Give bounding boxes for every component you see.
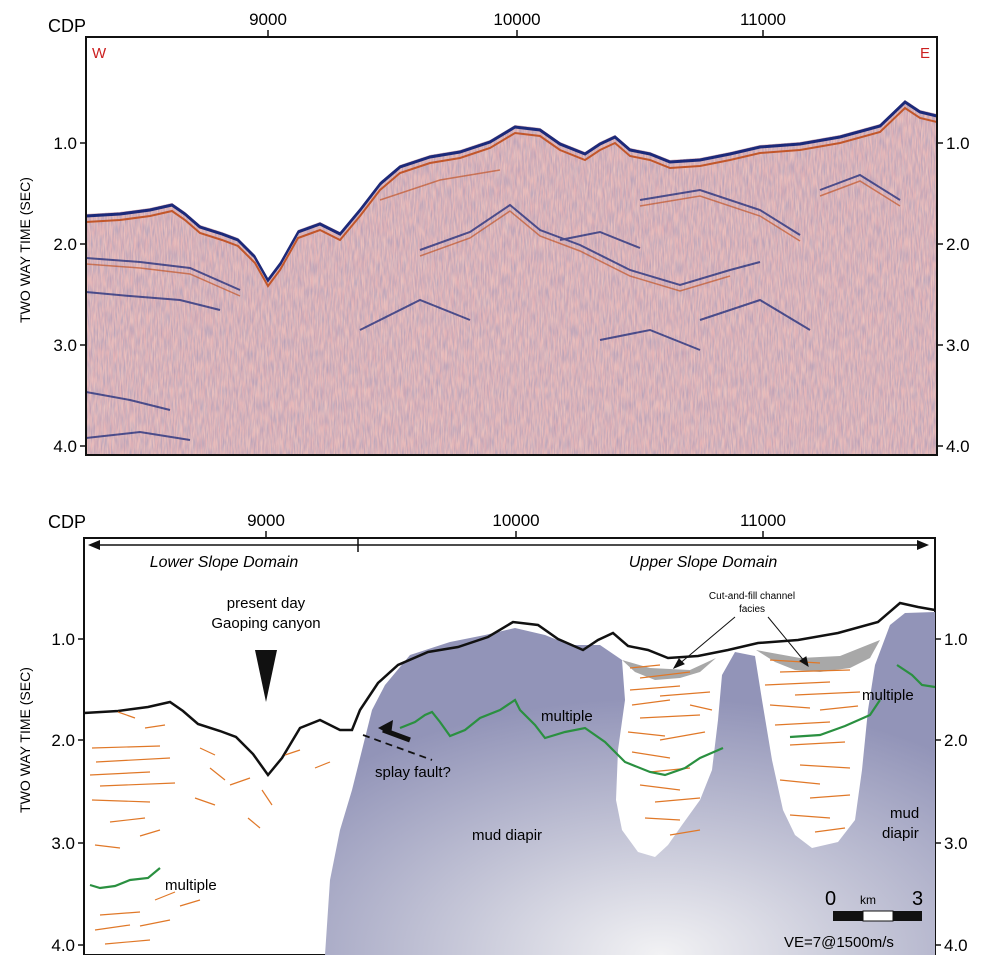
time-tick-label: 1.0	[944, 630, 968, 649]
scale-end-label: 3	[912, 888, 923, 910]
domain-arrow	[88, 538, 929, 552]
scale-unit-label: km	[860, 893, 876, 907]
mud-diapir-label-bottom: diapir	[882, 825, 919, 842]
channel-2-reflectors	[764, 659, 861, 833]
cdp-label: CDP	[48, 512, 86, 532]
mud-diapir-label-top: mud	[890, 805, 919, 822]
cdp-label: CDP	[48, 16, 86, 36]
east-label: E	[920, 45, 930, 62]
scale-start-label: 0	[825, 888, 836, 910]
cdp-ticks: 9000 10000 11000	[249, 10, 786, 37]
canyon-label-line2: Gaoping canyon	[211, 615, 320, 632]
time-tick-label: 1.0	[53, 134, 77, 153]
mud-diapir-main	[325, 612, 935, 955]
time-tick-label: 4.0	[946, 437, 970, 456]
time-tick-label: 1.0	[946, 134, 970, 153]
cdp-tick-label: 9000	[249, 10, 287, 29]
cut-fill-channel-1	[622, 658, 716, 680]
time-ticks-left: 1.0 2.0 3.0 4.0	[53, 134, 86, 456]
time-tick-label: 4.0	[51, 936, 75, 955]
interpretation-svg: CDP 9000 10000 11000 1.0 2.0 3.0 4.0 1.	[17, 511, 968, 956]
time-ticks-right: 1.0 2.0 3.0 4.0	[935, 630, 968, 955]
seismic-section-svg: CDP 9000 10000 11000 W E 1.0 2.0 3.0 4.0	[17, 10, 970, 456]
time-tick-label: 2.0	[51, 731, 75, 750]
time-tick-label: 4.0	[944, 936, 968, 955]
cdp-tick-label: 11000	[740, 511, 786, 530]
fault-arrow-icon	[378, 720, 411, 743]
splay-fault-label: splay fault?	[375, 764, 451, 781]
ve-label: VE=7@1500m/s	[784, 934, 894, 951]
multiple-lines	[89, 664, 936, 890]
time-tick-label: 3.0	[53, 336, 77, 355]
interpretation-panel: CDP 9000 10000 11000 1.0 2.0 3.0 4.0 1.	[0, 500, 987, 956]
lower-slope-domain-label: Lower Slope Domain	[150, 554, 299, 571]
multiple-label: multiple	[541, 708, 593, 725]
cdp-tick-label: 10000	[493, 10, 540, 29]
time-tick-label: 4.0	[53, 437, 77, 456]
time-ticks-right: 1.0 2.0 3.0 4.0	[937, 134, 970, 456]
mud-diapir-label: mud diapir	[472, 827, 542, 844]
upper-slope-domain-label: Upper Slope Domain	[629, 554, 778, 571]
time-tick-label: 3.0	[51, 834, 75, 853]
channel-pointer-arrows	[672, 616, 809, 669]
cut-fill-channel-2	[756, 640, 880, 672]
channel-label-line1: Cut-and-fill channel	[709, 591, 795, 602]
cdp-tick-label: 11000	[740, 10, 786, 29]
canyon-marker-icon	[255, 650, 277, 702]
multiple-label: multiple	[165, 877, 217, 894]
seafloor-line	[83, 601, 936, 778]
time-tick-label: 3.0	[944, 834, 968, 853]
time-tick-label: 1.0	[51, 630, 75, 649]
time-tick-label: 2.0	[946, 235, 970, 254]
time-ticks-left: 1.0 2.0 3.0 4.0	[51, 630, 84, 955]
seismic-frame	[85, 36, 938, 456]
time-tick-label: 3.0	[946, 336, 970, 355]
canyon-label-line1: present day	[227, 595, 306, 612]
lower-slope-reflectors	[89, 711, 331, 945]
cdp-tick-label: 10000	[492, 511, 539, 530]
channel-1-reflectors	[627, 664, 713, 836]
time-tick-label: 2.0	[944, 731, 968, 750]
seismic-section-panel: CDP 9000 10000 11000 W E 1.0 2.0 3.0 4.0	[0, 0, 987, 470]
channel-label-line2: facies	[739, 604, 765, 615]
time-tick-label: 2.0	[53, 235, 77, 254]
splay-fault-line	[362, 734, 433, 761]
west-label: W	[92, 45, 107, 62]
y-axis-label: TWO WAY TIME (SEC)	[17, 667, 33, 813]
cdp-tick-label: 9000	[247, 511, 285, 530]
cdp-ticks: 9000 10000 11000	[247, 511, 786, 538]
scale-bar: 0 km 3	[825, 888, 923, 922]
multiple-label: multiple	[862, 687, 914, 704]
y-axis-label: TWO WAY TIME (SEC)	[17, 177, 33, 323]
seismic-image	[86, 100, 937, 455]
